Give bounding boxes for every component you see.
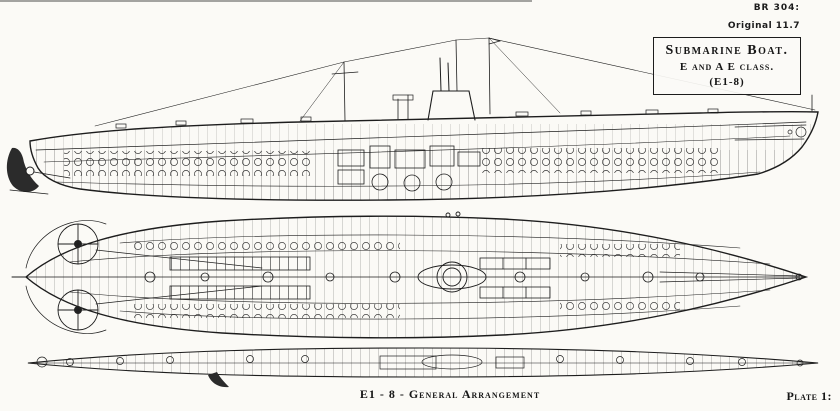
starboard-propeller [57,289,99,331]
original-note: Original 11.7 [727,21,800,31]
side-elevation-view [6,37,819,201]
upper-plan-view [11,211,807,339]
title-line-3: (E1-8) [709,76,745,88]
deck-hatches [144,271,705,283]
propeller-guard [25,220,107,269]
engine-room-detail [337,145,481,192]
title-line-2: E and A E class. [679,61,775,73]
bow-tubes-plan [659,271,803,283]
keel-fittings [36,354,804,370]
stern-rudder [6,147,71,195]
drawing-caption: E1 - 8 - General Arrangement [359,387,541,401]
title-line-1: Submarine Boat. [665,43,789,58]
deck-fittings [115,108,719,129]
keel-fin [208,372,229,388]
reference-number: BR 304: [753,3,800,13]
propeller-guard [25,285,107,334]
periscope [447,62,450,92]
title-block: Submarine Boat. E and A E class. (E1-8) [653,37,801,95]
periscope [439,57,442,92]
pennant [488,37,502,45]
bow-torpedo-tubes [734,124,807,141]
masts-and-rigging [94,37,816,127]
conning-tower [392,57,476,121]
plate-number: Plate 1: [786,389,832,403]
port-propeller [57,223,99,265]
machinery-plan [169,256,551,300]
lower-plan-view [27,347,819,388]
conning-tower-plan [417,211,487,293]
